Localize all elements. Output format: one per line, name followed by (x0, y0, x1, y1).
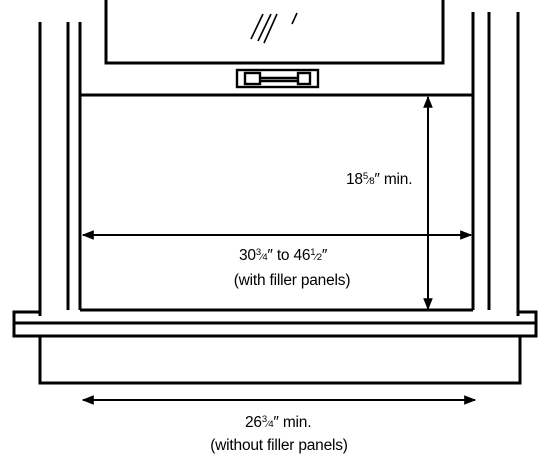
height-dimension-label: 185⁄8″ min. (346, 171, 412, 188)
left-window-frame (38, 22, 82, 316)
right-window-frame (471, 12, 520, 316)
opening-to-suffix: ″ (322, 247, 328, 264)
glass-reflection-marks (250, 12, 298, 44)
opening-from-whole: 30 (239, 247, 256, 264)
min-width-label: 263⁄4″ min. (245, 414, 311, 431)
upper-sash (80, 0, 473, 97)
min-width-frac-den: 4 (268, 419, 273, 430)
min-width-suffix: ″ min. (273, 414, 311, 431)
opening-from-den: 4 (262, 252, 267, 263)
height-frac-den: 8 (369, 176, 374, 187)
opening-from-num: 3 (256, 247, 261, 258)
opening-to-num: 1 (310, 247, 315, 258)
opening-width-label: 303⁄4″ to 461⁄2″ (239, 247, 328, 264)
opening-to-text: ″ to 46 (267, 247, 310, 264)
window-sill (12, 308, 538, 385)
opening-width-note: (with filler panels) (234, 272, 351, 289)
min-width-whole: 26 (245, 414, 262, 431)
opening-to-den: 2 (317, 252, 322, 263)
min-width-frac-num: 3 (262, 414, 267, 425)
min-width-note: (without filler panels) (210, 437, 348, 454)
sash-lock-icon (235, 68, 320, 89)
height-suffix: ″ min. (374, 171, 412, 188)
height-frac-num: 5 (363, 171, 368, 182)
height-whole: 18 (346, 171, 363, 188)
